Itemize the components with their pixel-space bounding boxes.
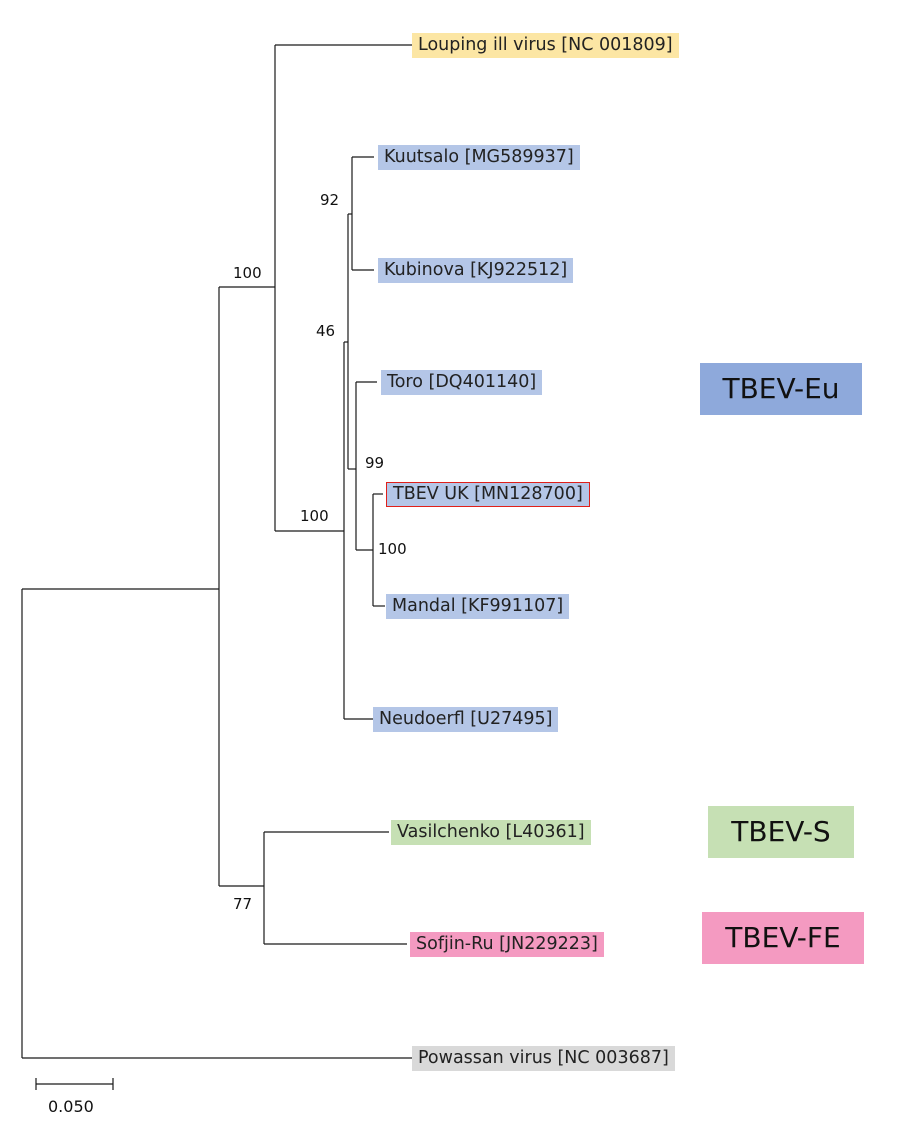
bootstrap-node-46: 46 [316,322,336,340]
leaf-tbev-uk: TBEV UK [MN128700] [386,482,590,507]
leaf-toro: Toro [DQ401140] [381,370,543,395]
leaf-mandal: Mandal [KF991107] [386,594,570,619]
leaf-vasilchenko: Vasilchenko [L40361] [391,820,591,845]
bootstrap-node-77: 77 [233,895,253,913]
clade-label-tbev-s: TBEV-S [708,806,854,858]
scale-bar [35,1078,114,1090]
leaf-kuutsalo: Kuutsalo [MG589937] [378,145,580,170]
leaf-kubinova: Kubinova [KJ922512] [378,258,574,283]
bootstrap-node-uk-mandal: 100 [378,540,407,558]
leaf-louping-ill-virus: Louping ill virus [NC 001809] [412,33,679,58]
leaf-sofjin-ru: Sofjin-Ru [JN229223] [410,932,604,957]
bootstrap-node-tbev-eu: 100 [300,507,329,525]
clade-label-tbev-fe: TBEV-FE [702,912,864,964]
leaf-neudoerfl: Neudoerfl [U27495] [373,707,559,732]
scale-bar-label: 0.050 [48,1097,94,1116]
bootstrap-node-kuutsalo-kubinova: 92 [320,191,340,209]
clade-label-tbev-eu: TBEV-Eu [700,363,862,415]
leaf-powassan-virus: Powassan virus [NC 003687] [412,1046,675,1071]
bootstrap-node-root-louping: 100 [233,264,262,282]
bootstrap-node-99: 99 [365,454,385,472]
